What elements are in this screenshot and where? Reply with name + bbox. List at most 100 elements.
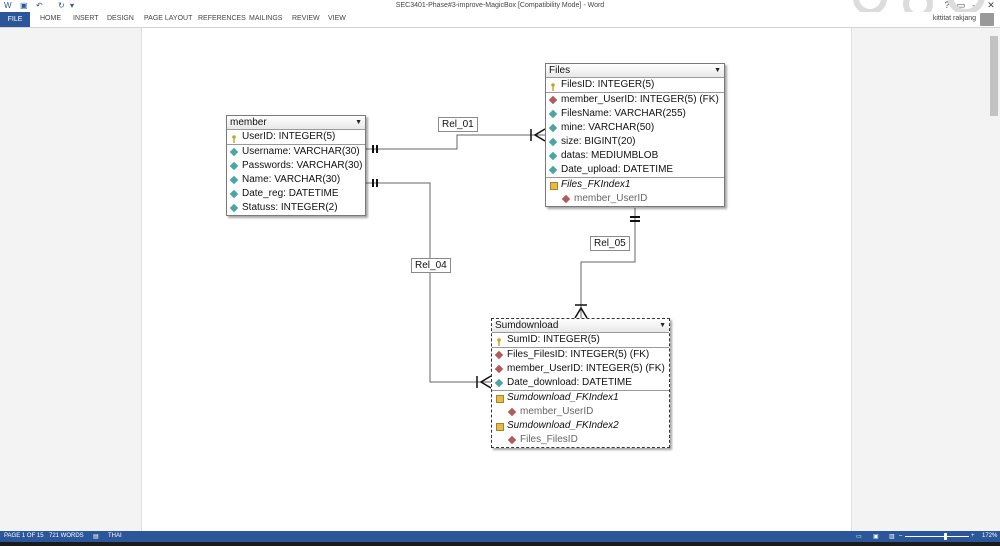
tab-mailings[interactable]: MAILINGS xyxy=(249,15,283,22)
rel-01-label[interactable]: Rel_01 xyxy=(438,117,478,132)
foreign-key-icon xyxy=(507,435,517,445)
table-row[interactable]: Username: VARCHAR(30) xyxy=(227,144,365,159)
table-row[interactable]: Name: VARCHAR(30) xyxy=(227,173,365,187)
table-row[interactable]: UserID: INTEGER(5) xyxy=(227,130,365,144)
index-column-row[interactable]: member_UserID xyxy=(546,192,724,206)
zoom-in-button[interactable]: + xyxy=(971,533,975,539)
table-row[interactable]: Date_reg: DATETIME xyxy=(227,187,365,201)
help-button[interactable]: ? xyxy=(944,0,950,10)
close-button[interactable]: ✕ xyxy=(987,0,995,10)
attribute-icon xyxy=(548,123,558,133)
column-label: Date_upload: DATETIME xyxy=(561,164,674,175)
table-row[interactable]: Date_download: DATETIME xyxy=(492,376,669,390)
key-icon xyxy=(231,134,237,143)
language-indicator[interactable]: THAI xyxy=(108,533,122,539)
dropdown-arrow-icon[interactable]: ▼ xyxy=(714,67,721,74)
column-label: FilesID: INTEGER(5) xyxy=(561,79,655,90)
status-bar: PAGE 1 OF 15 721 WORDS ▤ THAI ▭ ▣ ▥ – + … xyxy=(0,531,1000,542)
column-label: Username: VARCHAR(30) xyxy=(242,146,360,157)
word-count[interactable]: 721 WORDS xyxy=(49,533,84,539)
column-label: member_UserID: INTEGER(5) (FK) xyxy=(507,363,665,374)
web-layout-icon[interactable]: ▥ xyxy=(889,534,895,540)
attribute-icon xyxy=(548,137,558,147)
minimize-button[interactable]: – xyxy=(972,0,978,10)
read-mode-icon[interactable]: ▭ xyxy=(856,534,862,540)
index-name: Files_FKIndex1 xyxy=(561,179,631,190)
member-table-header[interactable]: member ▼ xyxy=(227,116,365,130)
index-row[interactable]: Sumdownload_FKIndex1 xyxy=(492,390,669,405)
undo-icon[interactable]: ↶ xyxy=(36,1,43,10)
index-column-row[interactable]: Files_FilesID xyxy=(492,433,669,447)
attribute-icon xyxy=(548,165,558,175)
files-table[interactable]: Files▼ FilesID: INTEGER(5) member_UserID… xyxy=(545,63,725,207)
table-row[interactable]: FilesName: VARCHAR(255) xyxy=(546,107,724,121)
customize-qat-icon[interactable]: ▾ xyxy=(70,1,75,10)
zoom-out-button[interactable]: – xyxy=(899,533,903,539)
files-table-header[interactable]: Files▼ xyxy=(546,64,724,78)
tab-review[interactable]: REVIEW xyxy=(292,15,320,22)
index-folder-icon xyxy=(496,395,504,403)
vertical-scrollbar[interactable] xyxy=(988,28,1000,531)
sumdownload-table-name: Sumdownload xyxy=(495,320,559,331)
table-row[interactable]: Date_upload: DATETIME xyxy=(546,163,724,177)
save-icon[interactable]: ▣ xyxy=(20,1,28,10)
column-label: Date_reg: DATETIME xyxy=(242,188,339,199)
table-row[interactable]: member_UserID: INTEGER(5) (FK) xyxy=(546,92,724,107)
table-row[interactable]: mine: VARCHAR(50) xyxy=(546,121,724,135)
table-row[interactable]: member_UserID: INTEGER(5) (FK) xyxy=(492,362,669,376)
tab-home[interactable]: HOME xyxy=(40,15,61,22)
sumdownload-table-header[interactable]: Sumdownload ▼ xyxy=(492,319,669,333)
index-column-label: member_UserID xyxy=(574,193,648,204)
tab-references[interactable]: REFERENCES xyxy=(198,15,246,22)
user-name[interactable]: kittitat rakjang xyxy=(932,15,976,22)
foreign-key-icon xyxy=(561,194,571,204)
avatar[interactable] xyxy=(980,13,994,26)
table-row[interactable]: datas: MEDIUMBLOB xyxy=(546,149,724,163)
column-label: datas: MEDIUMBLOB xyxy=(561,150,659,161)
attribute-icon xyxy=(229,189,239,199)
attribute-icon xyxy=(229,161,239,171)
table-row[interactable]: Passwords: VARCHAR(30) xyxy=(227,159,365,173)
column-label: UserID: INTEGER(5) xyxy=(242,131,336,142)
rel-04-label[interactable]: Rel_04 xyxy=(411,258,451,273)
tab-design[interactable]: DESIGN xyxy=(107,15,134,22)
word-app-icon[interactable]: W xyxy=(4,1,12,10)
tab-page-layout[interactable]: PAGE LAYOUT xyxy=(144,15,193,22)
zoom-slider-thumb[interactable] xyxy=(944,533,947,540)
table-row[interactable]: Files_FilesID: INTEGER(5) (FK) xyxy=(492,347,669,362)
tab-file[interactable]: FILE xyxy=(0,12,30,27)
print-layout-icon[interactable]: ▣ xyxy=(873,534,879,540)
attribute-icon xyxy=(229,147,239,157)
index-folder-icon xyxy=(550,182,558,190)
table-row[interactable]: FilesID: INTEGER(5) xyxy=(546,78,724,92)
member-table[interactable]: member ▼ UserID: INTEGER(5) Username: VAR… xyxy=(226,115,366,216)
zoom-level[interactable]: 172% xyxy=(982,533,998,539)
sumdownload-table[interactable]: Sumdownload ▼ SumID: INTEGER(5) Files_Fil… xyxy=(491,318,670,448)
index-name: Sumdownload_FKIndex2 xyxy=(507,420,619,431)
rel-05-label[interactable]: Rel_05 xyxy=(590,236,630,251)
column-label: Statuss: INTEGER(2) xyxy=(242,202,338,213)
index-column-row[interactable]: member_UserID xyxy=(492,405,669,419)
zoom-slider[interactable] xyxy=(905,536,969,537)
tab-insert[interactable]: INSERT xyxy=(73,15,99,22)
index-row[interactable]: Files_FKIndex1 xyxy=(546,177,724,192)
tab-view[interactable]: VIEW xyxy=(328,15,346,22)
title-bar: W ▣ ↶ ↻ ▾ SEC3401-Phase#3-improve-MagicB… xyxy=(0,0,1000,12)
dropdown-arrow-icon[interactable]: ▼ xyxy=(355,119,362,126)
proofing-icon[interactable]: ▤ xyxy=(93,534,99,540)
table-row[interactable]: size: BIGINT(20) xyxy=(546,135,724,149)
redo-icon[interactable]: ↻ xyxy=(58,1,65,10)
page-count[interactable]: PAGE 1 OF 15 xyxy=(4,533,44,539)
member-table-name: member xyxy=(230,117,267,128)
dropdown-arrow-icon[interactable]: ▼ xyxy=(659,322,666,329)
index-row[interactable]: Sumdownload_FKIndex2 xyxy=(492,419,669,433)
rel-04-line xyxy=(366,182,491,383)
column-label: SumID: INTEGER(5) xyxy=(507,334,600,345)
table-row[interactable]: Statuss: INTEGER(2) xyxy=(227,201,365,215)
foreign-key-icon xyxy=(494,364,504,374)
column-label: mine: VARCHAR(50) xyxy=(561,122,655,133)
column-label: Files_FilesID: INTEGER(5) (FK) xyxy=(507,349,650,360)
table-row[interactable]: SumID: INTEGER(5) xyxy=(492,333,669,347)
ribbon-display-button[interactable]: ▭ xyxy=(956,0,966,10)
scrollbar-thumb[interactable] xyxy=(990,36,998,116)
